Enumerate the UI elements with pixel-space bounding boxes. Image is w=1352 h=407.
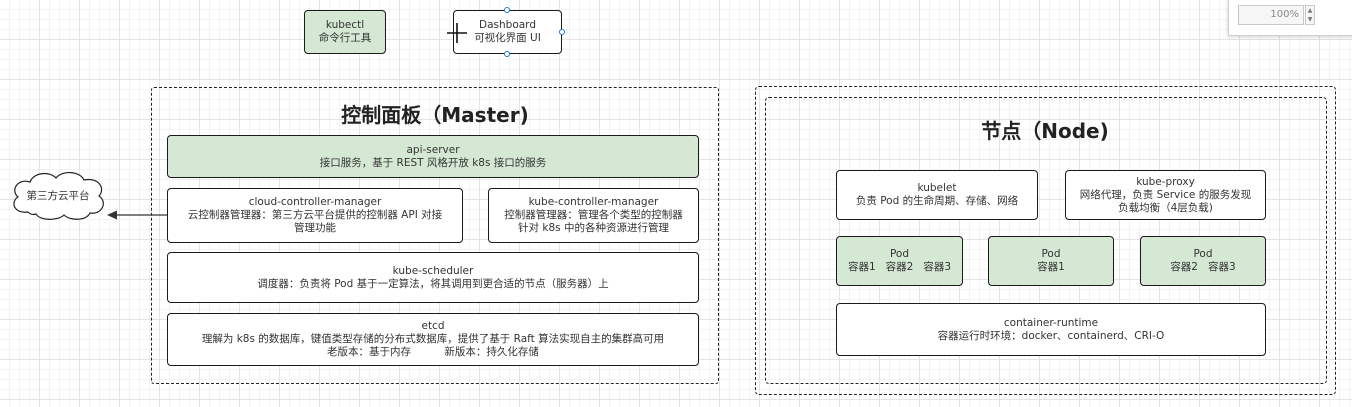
pod-box[interactable]: Pod 容器2 容器3	[1140, 236, 1266, 286]
kubectl-desc: 命令行工具	[318, 32, 372, 44]
dashboard-desc: 可视化界面 UI	[474, 32, 541, 44]
pod-containers: 容器2 容器3	[1170, 261, 1236, 273]
ccm-desc-2: 管理功能	[294, 222, 336, 234]
kube-scheduler-box[interactable]: kube-scheduler 调度器：负责将 Pod 基于一定算法，将其调用到更…	[167, 252, 699, 303]
pod-containers: 容器1	[1037, 261, 1065, 273]
pod-name: Pod	[889, 248, 910, 260]
selection-handle-right[interactable]	[559, 29, 565, 35]
dashboard-box[interactable]: Dashboard 可视化界面 UI	[453, 10, 562, 54]
master-container	[151, 87, 719, 384]
kubectl-name: kubectl	[325, 19, 365, 31]
etcd-name: etcd	[421, 320, 445, 332]
etcd-desc-2: 老版本：基于内存 新版本：持久化存储	[327, 346, 539, 358]
pod-box[interactable]: Pod 容器1	[988, 236, 1114, 286]
move-cursor-icon	[447, 23, 467, 43]
cloud-controller-manager-box[interactable]: cloud-controller-manager 云控制器管理器：第三方云平台提…	[167, 188, 463, 243]
container-runtime-box[interactable]: container-runtime 容器运行时环境：docker、contain…	[836, 303, 1266, 356]
kube-proxy-desc-2: 负载均衡（4层负载)	[1118, 201, 1213, 214]
pod-name: Pod	[1041, 248, 1061, 260]
ccm-name: cloud-controller-manager	[248, 196, 382, 208]
pod-name: Pod	[1193, 248, 1213, 260]
ccm-desc: 云控制器管理器：第三方云平台提供的控制器 API 对接	[187, 209, 443, 221]
zoom-stepper[interactable]: ▲ ▼	[1305, 5, 1315, 25]
api-server-desc: 接口服务，基于 REST 风格开放 k8s 接口的服务	[319, 156, 547, 169]
kcm-desc: 控制器管理器：管理各个类型的控制器	[504, 209, 683, 221]
node-title: 节点（Node)	[981, 119, 1109, 143]
node-container-inner	[765, 97, 1327, 384]
selection-handle-bottom[interactable]	[504, 51, 510, 57]
pod-containers: 容器1 容器2 容器3	[847, 261, 952, 273]
zoom-input[interactable]: 100%	[1238, 5, 1304, 25]
scheduler-desc: 调度器：负责将 Pod 基于一定算法，将其调用到更合适的节点（服务器）上	[257, 277, 609, 290]
kube-proxy-box[interactable]: kube-proxy 网络代理，负责 Service 的服务发现 负载均衡（4层…	[1065, 170, 1266, 220]
runtime-desc: 容器运行时环境：docker、containerd、CRI-O	[937, 329, 1165, 342]
scheduler-name: kube-scheduler	[392, 264, 474, 277]
dashboard-name: Dashboard	[479, 19, 536, 31]
kube-proxy-name: kube-proxy	[1136, 175, 1195, 188]
kube-proxy-desc: 网络代理，负责 Service 的服务发现	[1079, 188, 1252, 201]
runtime-name: container-runtime	[1003, 316, 1099, 329]
cloud-label: 第三方云平台	[26, 190, 90, 202]
pod-box[interactable]: Pod 容器1 容器2 容器3	[836, 236, 963, 286]
master-title: 控制面板（Master)	[341, 103, 529, 127]
kubelet-box[interactable]: kubelet 负责 Pod 的生命周期、存储、网络	[836, 170, 1038, 220]
ccm-to-cloud-arrow	[107, 210, 167, 220]
kcm-name: kube-controller-manager	[528, 196, 659, 208]
etcd-desc: 理解为 k8s 的数据库，键值类型存储的分布式数据库，提供了基于 Raft 算法…	[201, 333, 665, 345]
kubelet-name: kubelet	[917, 182, 957, 194]
selection-handle-top[interactable]	[504, 7, 510, 13]
api-server-box[interactable]: api-server 接口服务，基于 REST 风格开放 k8s 接口的服务	[167, 135, 699, 178]
zoom-panel: 100% ▲ ▼	[1228, 0, 1352, 36]
kube-controller-manager-box[interactable]: kube-controller-manager 控制器管理器：管理各个类型的控制…	[488, 188, 699, 243]
api-server-name: api-server	[406, 143, 460, 156]
etcd-box[interactable]: etcd 理解为 k8s 的数据库，键值类型存储的分布式数据库，提供了基于 Ra…	[167, 313, 699, 366]
chevron-up-icon[interactable]: ▲	[1307, 7, 1313, 14]
kcm-desc-2: 针对 k8s 中的各种资源进行管理	[518, 222, 669, 234]
chevron-down-icon[interactable]: ▼	[1307, 16, 1313, 23]
kubelet-desc: 负责 Pod 的生命周期、存储、网络	[855, 195, 1019, 207]
node-container-outer	[755, 86, 1336, 395]
kubectl-box[interactable]: kubectl 命令行工具	[304, 10, 386, 54]
cloud-shape[interactable]	[6, 168, 110, 222]
